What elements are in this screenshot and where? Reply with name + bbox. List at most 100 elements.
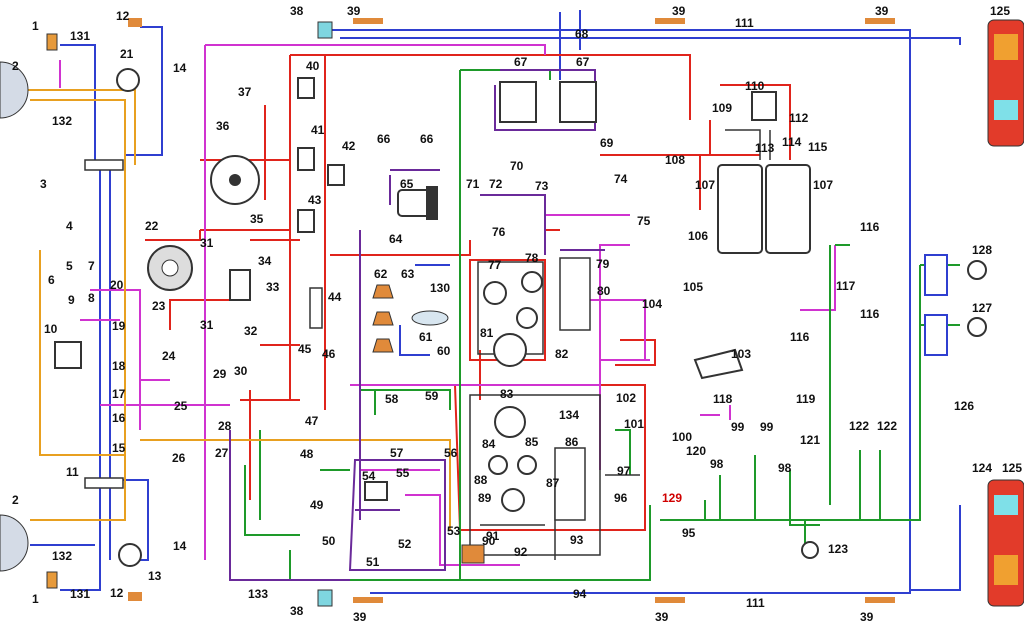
purple-wires <box>229 69 605 581</box>
component-label: 56 <box>444 446 458 460</box>
component-label: 41 <box>311 123 325 137</box>
side-marker-39-bot-1 <box>353 597 383 603</box>
component-label: 28 <box>218 419 232 433</box>
component-label: 34 <box>258 254 272 268</box>
component-label: 122 <box>877 419 897 433</box>
magenta-wires <box>59 44 836 566</box>
component-label: 74 <box>614 172 628 186</box>
component-label: 91 <box>486 529 500 543</box>
component-label: 1 <box>32 19 39 33</box>
component-label: 70 <box>510 159 524 173</box>
component-label: 107 <box>695 178 715 192</box>
distributor-36-hub <box>229 174 241 186</box>
component-label: 94 <box>573 587 587 601</box>
socket-127 <box>967 317 987 337</box>
component-label: 123 <box>828 542 848 556</box>
component-label: 79 <box>596 257 610 271</box>
fuse-44 <box>309 287 323 329</box>
side-marker-39-top-3 <box>865 18 895 24</box>
component-label: 31 <box>200 318 214 332</box>
component-label: 125 <box>1002 461 1022 475</box>
component-label: 93 <box>570 533 584 547</box>
connector-block-bottom <box>924 314 948 356</box>
component-label: 81 <box>480 326 494 340</box>
component-label: 125 <box>990 4 1010 18</box>
component-label: 17 <box>112 387 126 401</box>
component-label: 130 <box>430 281 450 295</box>
component-label: 111 <box>735 16 754 30</box>
rear-lamp-top-window <box>994 100 1018 120</box>
component-label: 12 <box>116 9 130 23</box>
component-label: 22 <box>145 219 159 233</box>
rear-lamp-bottom-amber <box>994 555 1018 585</box>
component-label: 122 <box>849 419 869 433</box>
lamp-63b <box>372 338 394 353</box>
component-label: 126 <box>954 399 974 413</box>
component-label: 39 <box>860 610 874 624</box>
component-label: 84 <box>482 437 496 451</box>
component-label: 42 <box>342 139 356 153</box>
component-label: 23 <box>152 299 166 313</box>
component-label: 25 <box>174 399 188 413</box>
component-label: 66 <box>420 132 434 146</box>
component-label: 57 <box>390 446 404 460</box>
component-label: 102 <box>616 391 636 405</box>
component-label: 113 <box>755 141 775 155</box>
gauge-80 <box>516 307 538 329</box>
component-label: 59 <box>425 389 439 403</box>
component-label: 55 <box>396 466 410 480</box>
component-label: 30 <box>234 364 248 378</box>
washer-61 <box>411 310 449 326</box>
component-label: 128 <box>972 243 992 257</box>
component-label: 89 <box>478 491 492 505</box>
component-label: 65 <box>400 177 414 191</box>
component-label: 61 <box>419 330 433 344</box>
component-label: 133 <box>248 587 268 601</box>
rear-lamp-bottom-window <box>994 495 1018 515</box>
side-marker-39-top-1 <box>353 18 383 24</box>
cluster-lower <box>469 394 601 556</box>
wiper-motor-123 <box>801 541 819 559</box>
horn-21 <box>116 68 140 92</box>
component-label: 90 <box>482 534 496 548</box>
component-label: 132 <box>52 549 72 563</box>
component-label: 92 <box>514 545 528 559</box>
component-label: 99 <box>731 420 745 434</box>
component-label: 33 <box>266 280 280 294</box>
component-label: 69 <box>600 136 614 150</box>
component-label: 52 <box>398 537 412 551</box>
relay-40 <box>297 77 315 99</box>
component-label: 101 <box>624 417 644 431</box>
component-label: 14 <box>173 61 187 75</box>
motor-65-end <box>426 186 438 220</box>
component-label: 132 <box>52 114 72 128</box>
component-label: 127 <box>972 301 992 315</box>
battery-107-left <box>717 164 763 254</box>
component-label: 62 <box>374 267 388 281</box>
component-label: 66 <box>377 132 391 146</box>
component-label: 78 <box>525 251 539 265</box>
component-label: 107 <box>813 178 833 192</box>
headlamp-left-bottom <box>0 514 29 572</box>
module-10 <box>54 341 82 369</box>
component-label: 16 <box>112 411 126 425</box>
component-label: 39 <box>655 610 669 624</box>
component-label: 129 <box>662 491 682 505</box>
wires <box>20 10 961 594</box>
component-label: 105 <box>683 280 703 294</box>
component-label: 21 <box>120 47 134 61</box>
component-label: 98 <box>778 461 792 475</box>
component-label: 51 <box>366 555 380 569</box>
component-label: 19 <box>112 319 126 333</box>
component-label: 39 <box>347 4 361 18</box>
component-label: 116 <box>860 220 880 234</box>
rear-lamp-top-amber <box>994 34 1018 60</box>
component-label: 5 <box>66 259 73 273</box>
component-label: 35 <box>250 212 264 226</box>
component-label: 39 <box>875 4 889 18</box>
component-label: 40 <box>306 59 320 73</box>
component-label: 68 <box>575 27 589 41</box>
component-label: 10 <box>44 322 58 336</box>
fuse-box-67-left <box>499 81 537 123</box>
